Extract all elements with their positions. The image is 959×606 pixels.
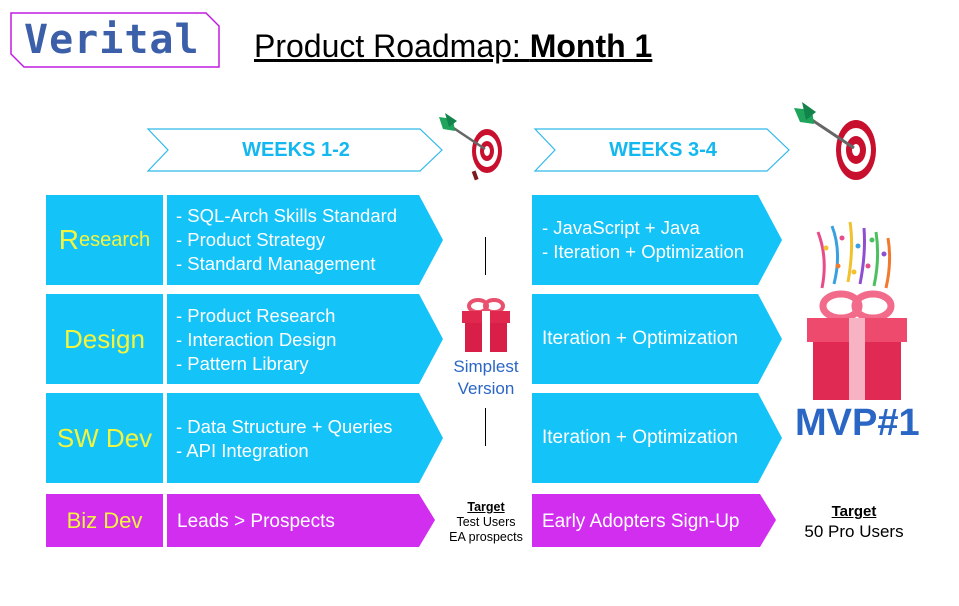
swdev-weeks34-text: Iteration + Optimization — [542, 427, 738, 448]
weeks-1-2-chevron — [146, 128, 443, 172]
milestone1-line-top — [485, 237, 486, 275]
milestone2-target: Target 50 Pro Users — [790, 502, 918, 543]
milestone2-target-line: 50 Pro Users — [804, 522, 904, 541]
title-prefix: Product Roadmap: — [254, 28, 530, 64]
design-weeks12-item: - Product Research — [176, 305, 336, 326]
confetti-icon — [816, 221, 892, 289]
row-label-swdev: SW Dev — [46, 393, 163, 483]
milestone1-line-bottom — [485, 408, 486, 446]
weeks-3-4-chevron — [533, 128, 790, 172]
weeks-3-4-label: WEEKS 3-4 — [609, 139, 717, 161]
research-weeks34-text: - JavaScript + Java - Iteration + Optimi… — [542, 216, 744, 264]
row-label-design: Design — [46, 294, 163, 384]
milestone1-target-line: EA prospects — [449, 530, 523, 544]
research-weeks34-item: - JavaScript + Java — [542, 217, 700, 238]
design-weeks12-arrow — [167, 294, 443, 384]
bizdev-weeks34-arrow — [532, 494, 776, 547]
research-weeks34-arrow — [532, 195, 782, 285]
swdev-weeks34-arrow — [532, 393, 782, 483]
research-label-rest: esearch — [79, 228, 151, 251]
design-weeks12-item: - Interaction Design — [176, 329, 337, 350]
bizdev-weeks34-text: Early Adopters Sign-Up — [542, 511, 740, 532]
milestone1-target: Target Test Users EA prospects — [444, 500, 528, 545]
milestone2-target-title: Target — [831, 503, 877, 520]
design-weeks12-item: - Pattern Library — [176, 353, 309, 374]
research-weeks12-arrow — [167, 195, 443, 285]
swdev-weeks12-item: - API Integration — [176, 440, 309, 461]
target-dart-icon — [794, 102, 876, 180]
swdev-weeks12-arrow — [167, 393, 443, 483]
mvp-label: MVP#1 — [795, 402, 920, 444]
swdev-weeks12-text: - Data Structure + Queries - API Integra… — [176, 415, 392, 463]
design-weeks12-text: - Product Research - Interaction Design … — [176, 304, 336, 376]
title-emphasis: Month 1 — [529, 28, 653, 64]
logo-text: Verital — [24, 17, 200, 63]
milestone1-label-line: Version — [457, 379, 515, 398]
bizdev-weeks12-arrow — [167, 494, 435, 547]
research-weeks12-item: - SQL-Arch Skills Standard — [176, 205, 398, 226]
design-weeks34-arrow — [532, 294, 782, 384]
milestone1-label-line: Simplest — [453, 357, 519, 376]
milestone1-label: Simplest Version — [448, 356, 524, 400]
row-label-bizdev: Biz Dev — [46, 494, 163, 547]
gift-icon — [462, 298, 510, 352]
research-weeks12-item: - Standard Management — [176, 253, 376, 274]
gift-icon — [807, 290, 907, 400]
bizdev-weeks12-text: Leads > Prospects — [177, 511, 335, 532]
milestone1-target-line: Test Users — [456, 515, 516, 529]
logo-frame — [10, 12, 220, 68]
weeks-1-2-label: WEEKS 1-2 — [242, 139, 350, 161]
research-label-initial: R — [58, 224, 80, 255]
milestone1-target-title: Target — [467, 500, 505, 514]
research-weeks12-text: - SQL-Arch Skills Standard - Product Str… — [176, 204, 397, 276]
page-title: Product Roadmap: Month 1 — [254, 26, 652, 66]
research-weeks34-item: - Iteration + Optimization — [542, 241, 745, 262]
research-weeks12-item: - Product Strategy — [176, 229, 326, 250]
swdev-weeks12-item: - Data Structure + Queries — [176, 416, 393, 437]
target-dart-icon — [439, 113, 502, 181]
design-weeks34-text: Iteration + Optimization — [542, 328, 738, 349]
